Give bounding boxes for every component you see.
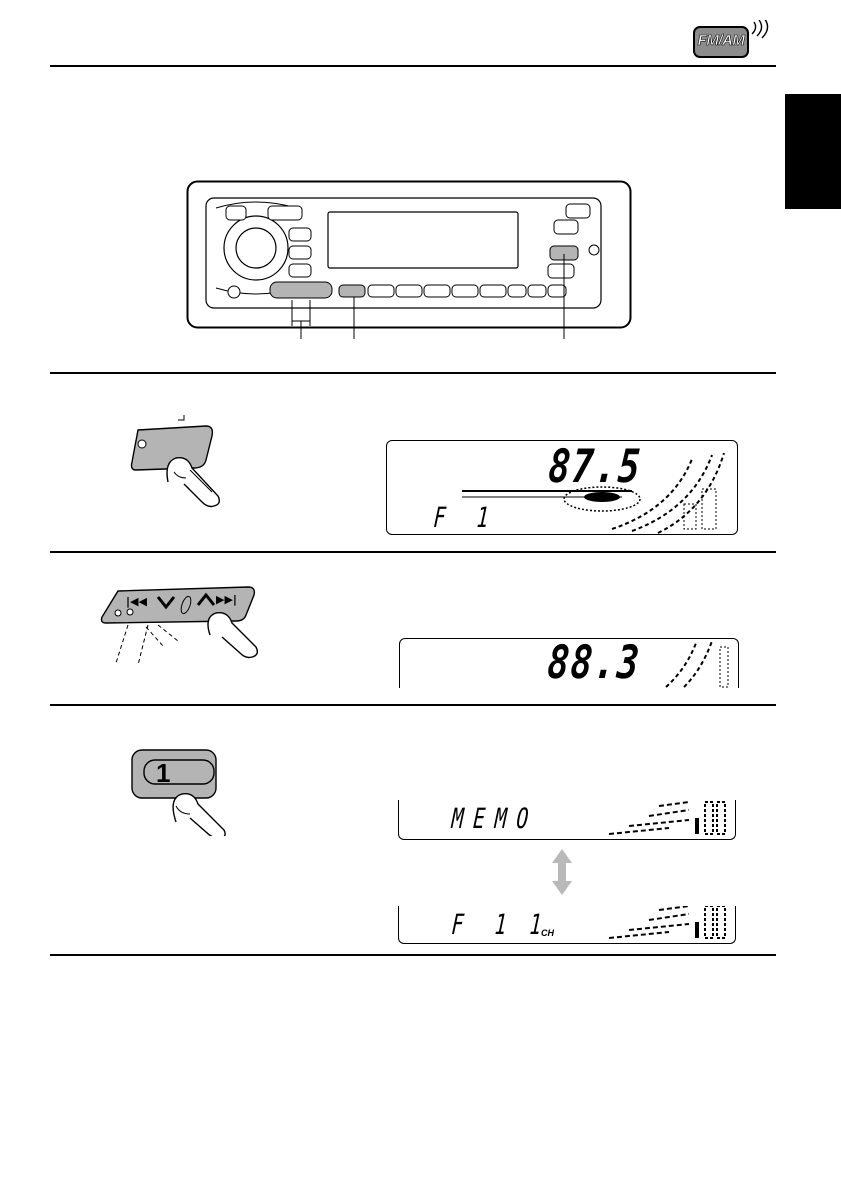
memo-readout: MEMO: [451, 802, 540, 835]
level-graphic-memo: [609, 800, 734, 840]
frequency-readout-step2: 88.3: [546, 638, 643, 688]
band-button-press-illustration: [128, 412, 228, 512]
display-step1: 87.5 F 1: [386, 440, 738, 535]
svg-text:|◀◀: |◀◀: [126, 595, 147, 608]
svg-text:▶▶|: ▶▶|: [216, 593, 237, 606]
section-rule-4: [50, 954, 776, 956]
preset-button-press-illustration: [128, 746, 228, 836]
display-step3-memo: MEMO: [398, 800, 736, 840]
head-unit-illustration: [186, 180, 632, 330]
display-step3-channel: F 1 1 CH: [398, 906, 736, 944]
seek-buttons-press-illustration: |◀◀ ▶▶|: [98, 585, 258, 670]
radio-waves-icon: [748, 20, 776, 44]
level-graphic-channel: [609, 906, 734, 944]
section-rule-2: [50, 551, 776, 553]
display-step2: 88.3: [399, 638, 739, 688]
band-readout-step3: F 1: [451, 908, 518, 941]
tuning-graphic: [462, 449, 732, 534]
fm-am-badge: FM/AM: [693, 26, 749, 58]
fm-am-badge-text: FM/AM: [695, 28, 747, 54]
preset-button-number: 1: [156, 758, 170, 789]
section-rule-3: [50, 704, 776, 706]
signal-graphic-step2: [662, 639, 737, 688]
alternating-arrow-icon: [552, 849, 572, 895]
channel-unit: CH: [541, 928, 554, 938]
section-rule-1: [50, 372, 776, 374]
section-tab: [785, 94, 841, 209]
header-rule: [50, 65, 776, 67]
callout-leaders: [280, 315, 580, 345]
